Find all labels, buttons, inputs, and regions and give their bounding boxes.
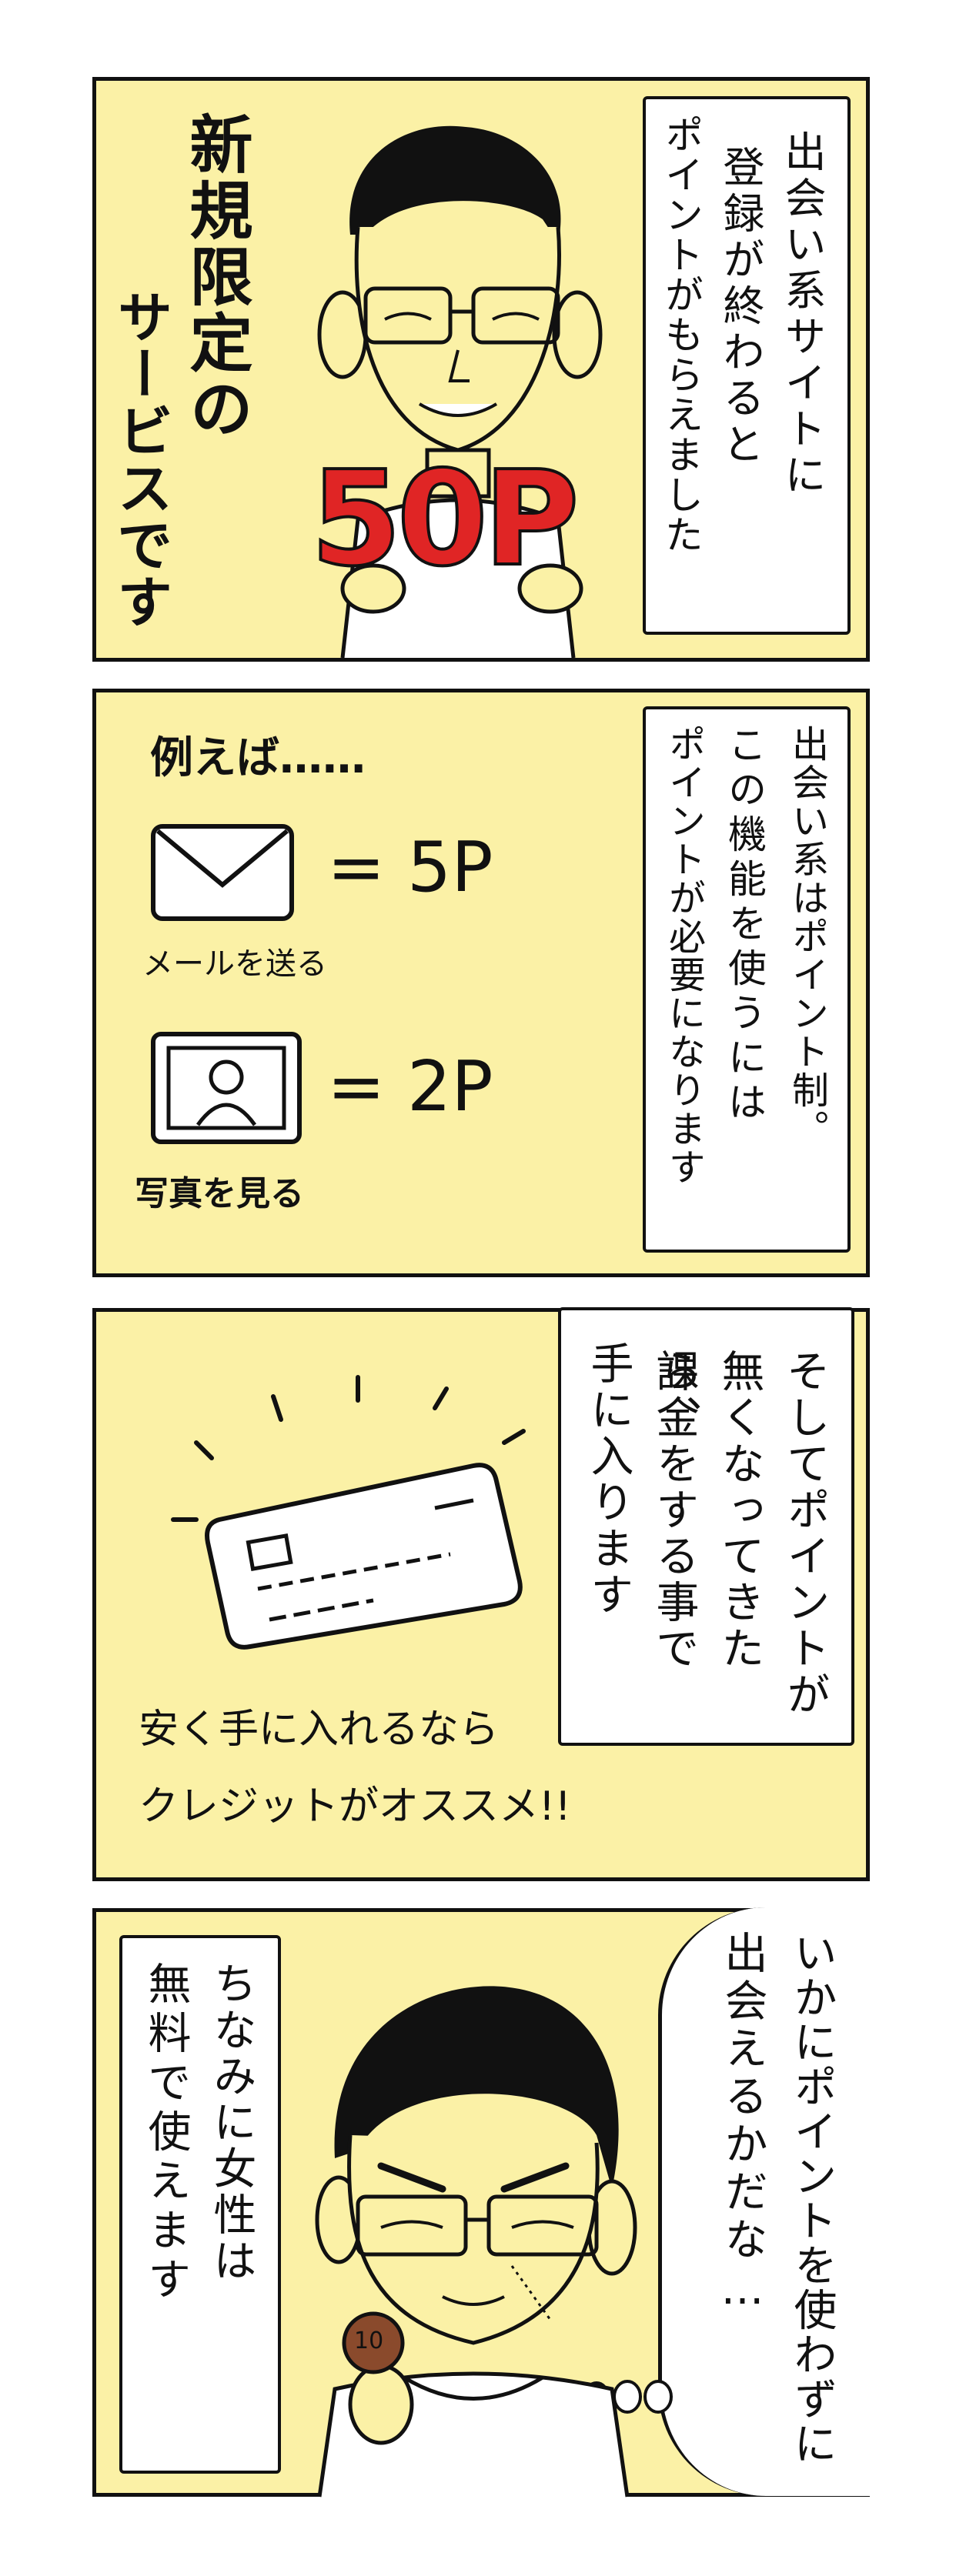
example-heading: 例えば…… (150, 733, 366, 783)
narration-line: 出会い系はポイント制。 (785, 725, 828, 1148)
man-illustration (315, 1986, 637, 2498)
photo-cost: = 2P (327, 1046, 493, 1127)
narration-box: ちなみに女性は 無料で使えます (119, 1935, 281, 2474)
narration-line: 無くなってきたら、 (652, 1349, 764, 1672)
speech-line: いかにポイントを使わずに (787, 1930, 837, 2466)
narration-box: 出会い系はポイント制。 この機能を使うには ポイントが必要になります (643, 706, 851, 1253)
photo-label: 写真を見る (135, 1174, 304, 1213)
envelope-cost: = 5P (327, 827, 493, 908)
panel-4: いかにポイントを使わずに 出会えるかだな… ちなみに女性は 無料で使えます 10 (92, 1907, 874, 2498)
narration-line: そしてポイントが (780, 1349, 830, 1718)
narration-line: この機能を使うには (722, 725, 767, 1126)
speech-line: 出会えるかだな… (717, 1930, 767, 2319)
narration-line: 課金をする事で (649, 1349, 699, 1672)
narration-box: そしてポイントが 無くなってきたら、 課金をする事で 手に入ります (558, 1307, 854, 1746)
panel-3: そしてポイントが 無くなってきたら、 課金をする事で 手に入ります 安く手に入れ… (92, 1307, 870, 1881)
narration-line: 無料で使えます (141, 1961, 191, 2306)
narration-line: ポイントが必要になります (662, 725, 705, 1186)
man-illustration (317, 125, 603, 659)
caption-line: クレジットがオススメ!! (139, 1784, 571, 1830)
credit-card-icon (171, 1375, 526, 1650)
thought-bubble: いかにポイントを使わずに 出会えるかだな… (658, 1907, 874, 2496)
coin-label: 10 (354, 2327, 384, 2354)
envelope-icon (151, 824, 294, 921)
envelope-label: メールを送る (142, 946, 327, 982)
panel-1: 出会い系サイトに 登録が終わると ポイントがもらえました 新規限定の サービスで… (92, 77, 870, 662)
side-text: 新規限定の (179, 112, 252, 442)
caption-line: 安く手に入れるなら (139, 1707, 500, 1753)
narration-line: 手に入ります (583, 1341, 633, 1618)
points-badge-text: 50P (309, 442, 580, 597)
narration-line: ポイントがもらえました (659, 115, 704, 555)
narration-box: 出会い系サイトに 登録が終わると ポイントがもらえました (643, 96, 851, 635)
panel-2: 出会い系はポイント制。 この機能を使うには ポイントが必要になります 例えば……… (92, 689, 870, 1277)
narration-line: 出会い系サイトに (777, 130, 826, 499)
points-badge: 50P (269, 442, 616, 597)
photo-icon (151, 1032, 302, 1144)
side-text: サービスです (108, 289, 172, 630)
narration-line: ちなみに女性は (206, 1961, 256, 2284)
narration-line: 登録が終わると (716, 145, 764, 469)
